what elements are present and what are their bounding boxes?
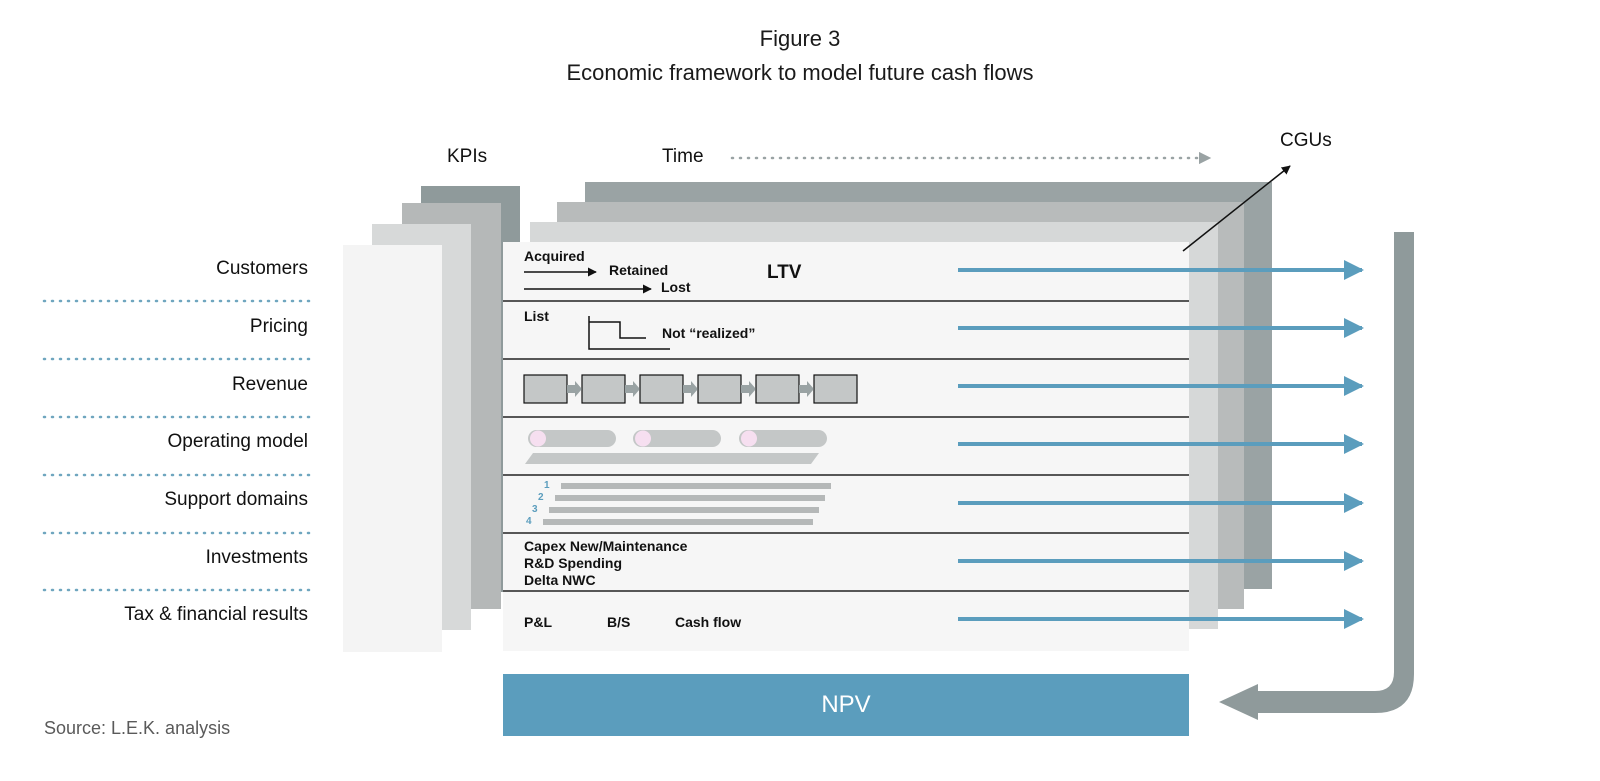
price-realized-line (589, 321, 646, 339)
cgus-header: CGUs (1280, 130, 1332, 151)
row-label-operating-model: Operating model (167, 431, 308, 452)
retained-label: Retained (609, 262, 669, 278)
list-price-label: List (524, 308, 549, 324)
kpi-panel (343, 245, 442, 652)
operating-model-shapes (525, 430, 827, 464)
support-number-2: 2 (538, 492, 544, 503)
lost-label: Lost (661, 279, 691, 295)
row-label-revenue: Revenue (231, 374, 308, 395)
ltv-label: LTV (767, 262, 802, 283)
rd-spending-label: R&D Spending (524, 555, 622, 571)
row-label-investments: Investments (205, 547, 308, 568)
row-label-support-domains: Support domains (164, 489, 308, 510)
row-separators (503, 300, 1189, 592)
figure-number: Figure 3 (759, 26, 841, 51)
row-label-tax: Tax & financial results (124, 604, 308, 625)
capex-label: Capex New/Maintenance (524, 538, 688, 554)
figure-title: Economic framework to model future cash … (566, 60, 1034, 85)
row-label-pricing: Pricing (249, 316, 308, 337)
row-output-arrows (958, 260, 1364, 629)
cgu-arrow (1182, 165, 1291, 252)
cash-flow-label: Cash flow (675, 614, 742, 630)
npv-label: NPV (821, 691, 871, 718)
pl-label: P&L (524, 614, 552, 630)
acquired-label: Acquired (524, 248, 585, 264)
npv-bar (503, 674, 1189, 736)
main-panel (503, 242, 1189, 651)
support-number-4: 4 (526, 516, 532, 527)
price-step-line (588, 316, 670, 350)
kpis-header: KPIs (447, 146, 488, 167)
return-arrow (1219, 232, 1414, 720)
row-label-customers: Customers (216, 258, 308, 279)
revenue-chain (523, 374, 858, 404)
support-number-1: 1 (544, 480, 550, 491)
bs-label: B/S (607, 614, 631, 630)
delta-nwc-label: Delta NWC (524, 572, 596, 588)
time-header: Time (662, 146, 704, 167)
support-domain-bars (543, 483, 831, 525)
source-note: Source: L.E.K. analysis (44, 718, 231, 738)
not-realized-label: Not “realized” (662, 325, 756, 341)
support-number-3: 3 (532, 504, 538, 515)
